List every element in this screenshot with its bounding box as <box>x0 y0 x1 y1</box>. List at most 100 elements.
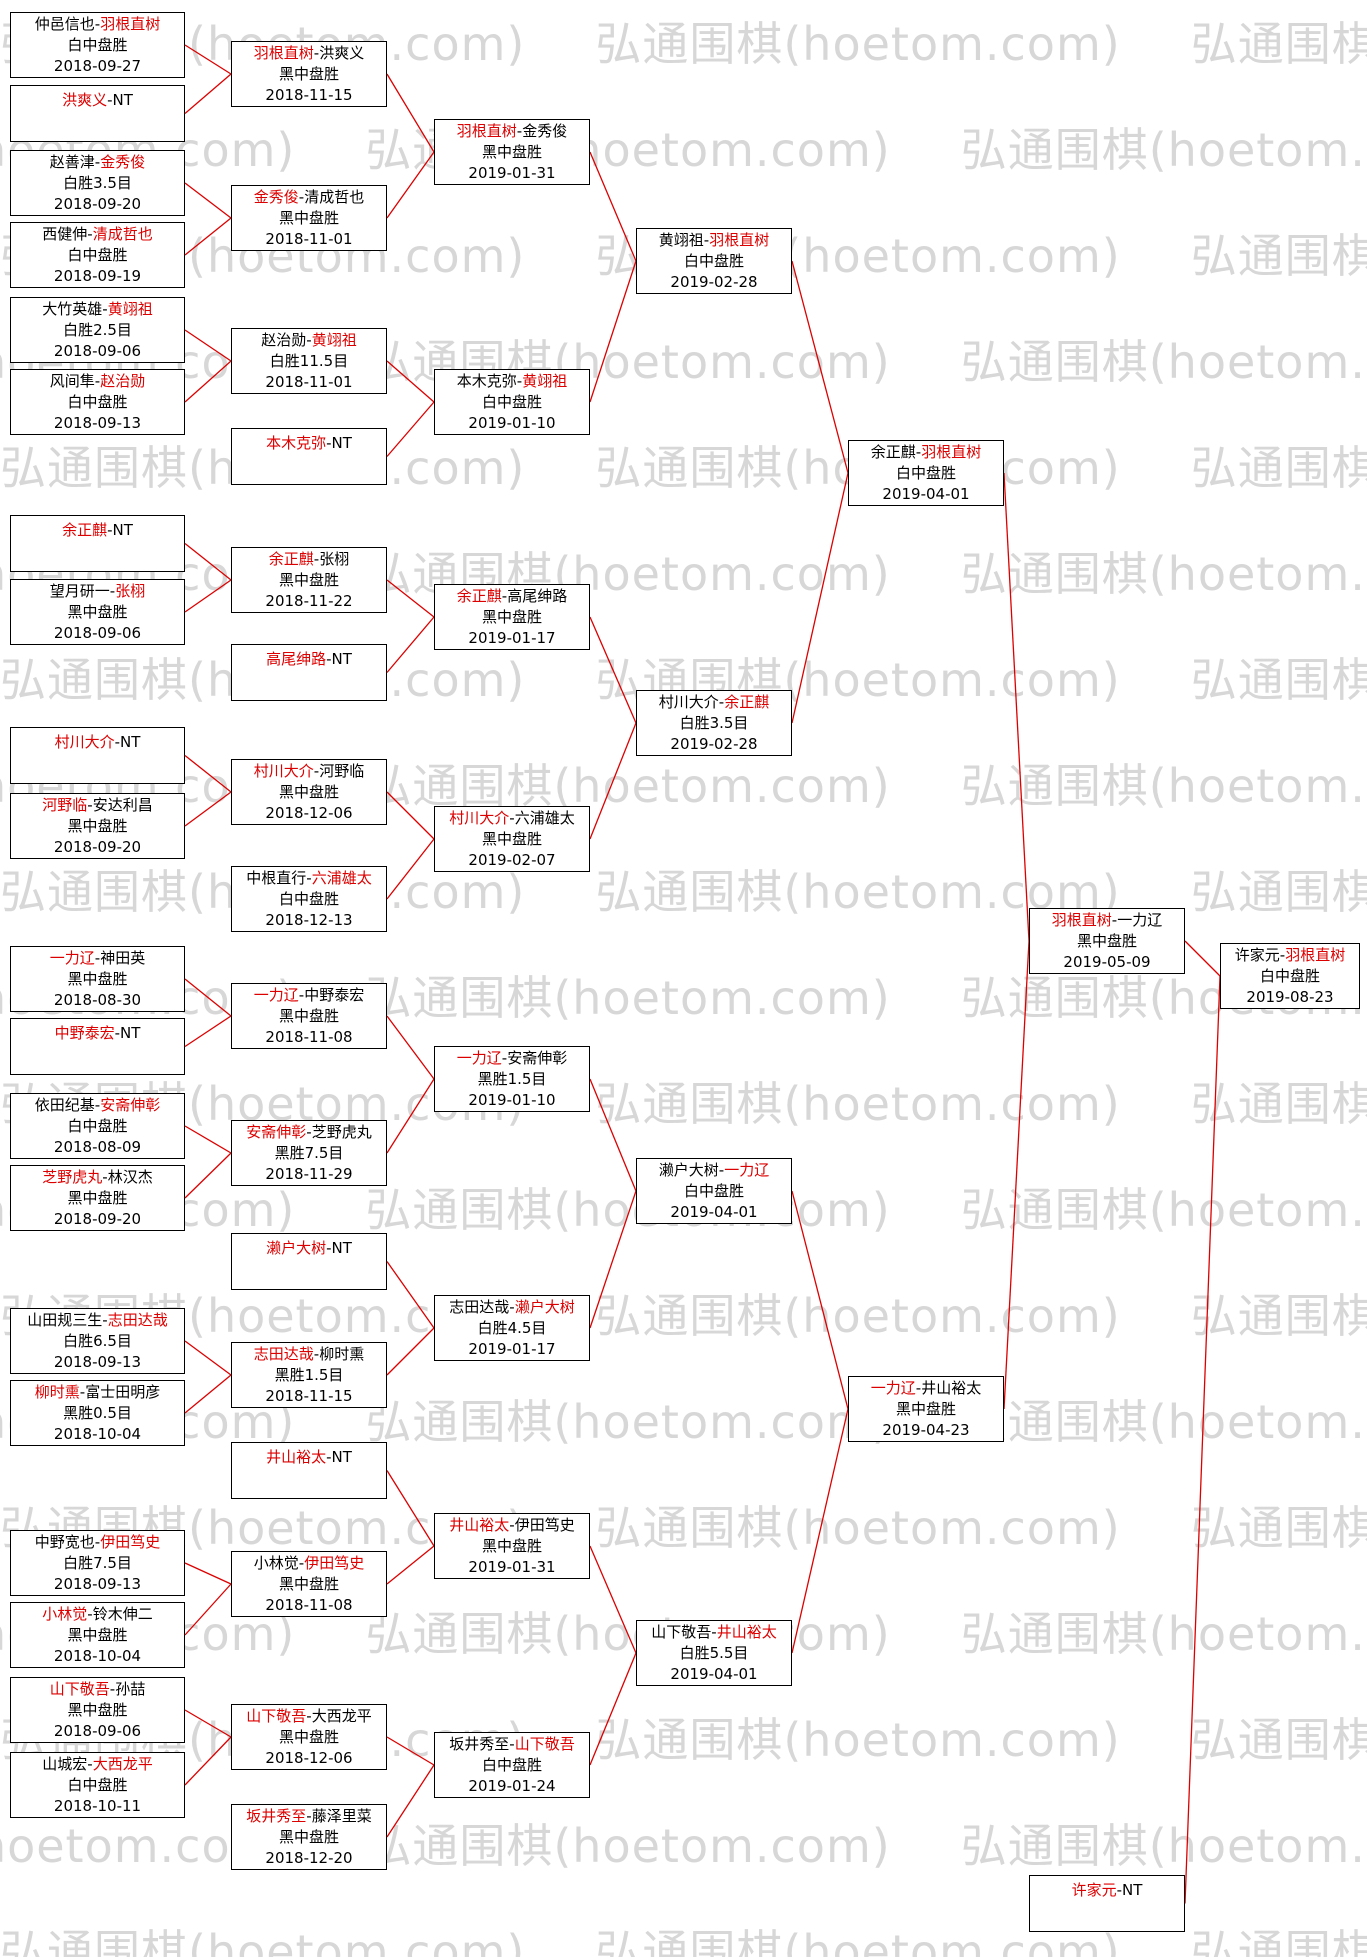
name-separator: - <box>306 1123 312 1141</box>
watermark-text: 弘通围棋(hoetom.com) <box>595 1501 1121 1555</box>
bye-box: 中野泰宏-NT <box>10 1018 185 1075</box>
match-result: 黑中盘胜 <box>67 1189 128 1207</box>
watermark-text: 弘通围棋(hoetom.com) <box>1190 17 1367 71</box>
bracket-line <box>386 1327 435 1376</box>
player2-name: NT <box>120 1024 141 1042</box>
player1-name: 芝野虎丸 <box>42 1168 103 1186</box>
match-result: 白胜4.5目 <box>477 1319 547 1337</box>
match-date: 2018-11-29 <box>265 1165 353 1183</box>
match-players: 河野临-安达利昌 <box>11 795 184 816</box>
player1-name: 许家元 <box>1234 946 1280 964</box>
player1-name: 羽根直树 <box>1051 911 1112 929</box>
match-players: 金秀俊-清成哲也 <box>232 187 386 208</box>
match-date: 2019-04-01 <box>670 1203 758 1221</box>
match-players: 山下敬吾-井山裕太 <box>637 1622 791 1643</box>
match-players: 小林觉-伊田笃史 <box>232 1553 386 1574</box>
name-separator: - <box>94 15 101 33</box>
watermark-text: 弘通围棋(hoetom.com) <box>960 123 1367 177</box>
name-separator: - <box>306 869 312 887</box>
player1-name: 西健伸 <box>42 225 88 243</box>
match-players: 羽根直树-洪爽义 <box>232 43 386 64</box>
player1-name: 望月研一 <box>49 582 110 600</box>
watermark-text: 弘通围棋(hoetom.com) <box>960 547 1367 601</box>
watermark-text: 弘通围棋(hoetom.com) <box>365 1819 891 1873</box>
match-players: 山田规三生-志田达哉 <box>11 1310 184 1331</box>
name-separator: - <box>509 1298 515 1316</box>
match-date: 2018-09-20 <box>53 838 142 856</box>
bracket-line <box>791 1190 849 1410</box>
match-date: 2018-09-06 <box>53 342 142 360</box>
match-result: 白中盘胜 <box>683 1182 744 1200</box>
match-players: 风间隼-赵治勋 <box>11 371 184 392</box>
match-result: 黑中盘胜 <box>278 783 339 801</box>
match-result: 白胜3.5目 <box>63 174 132 192</box>
player2-name: 六浦雄太 <box>514 809 575 827</box>
name-separator: - <box>915 443 922 461</box>
player1-name: 志田达哉 <box>449 1298 510 1316</box>
match-players: 山下敬吾-孙喆 <box>11 1679 184 1700</box>
player2-name: 一力辽 <box>724 1161 770 1179</box>
player2-name: 安斋伸彰 <box>100 1096 161 1114</box>
match-date: 2018-12-06 <box>265 804 353 822</box>
match-players: 井山裕太-NT <box>232 1447 386 1468</box>
bye-box: 村川大介-NT <box>10 727 185 784</box>
name-separator: - <box>107 521 113 539</box>
match-players: 志田达哉-柳时熏 <box>232 1344 386 1365</box>
bracket-line <box>791 472 849 724</box>
watermark-text: 弘通围棋(hoetom.com) <box>365 971 891 1025</box>
bracket-line <box>1003 472 1030 942</box>
player2-name: NT <box>120 733 141 751</box>
watermark-text: 弘通围棋(hoetom.com) <box>595 1289 1121 1343</box>
name-separator: - <box>114 1024 121 1042</box>
match-date: 2018-11-08 <box>265 1596 353 1614</box>
match-result: 黑中盘胜 <box>1076 932 1137 950</box>
player2-name: 山下敬吾 <box>514 1735 575 1753</box>
player2-name: 金秀俊 <box>522 122 568 140</box>
bracket-line <box>184 44 232 75</box>
match-players: 中野宽也-伊田笃史 <box>11 1532 184 1553</box>
player2-name: 柳时熏 <box>319 1345 365 1363</box>
bracket-line <box>184 329 232 362</box>
player2-name: 大西龙平 <box>311 1707 372 1725</box>
match-players: 羽根直树-一力辽 <box>1030 910 1184 931</box>
bracket-line <box>589 260 637 403</box>
watermark-row: 弘通围棋(hoetom.com)弘通围棋(hoetom.com)弘通围棋(hoe… <box>0 1916 1367 1957</box>
match-players: 坂井秀至-藤泽里菜 <box>232 1806 386 1827</box>
match-result: 白中盘胜 <box>67 1117 128 1135</box>
bracket-line <box>1184 940 1221 977</box>
player2-name: NT <box>331 1239 352 1257</box>
match-players: 濑户大树-一力辽 <box>637 1160 791 1181</box>
match-result: 白胜11.5目 <box>269 352 349 370</box>
bracket-line <box>184 579 232 613</box>
bracket-line <box>184 360 232 403</box>
player2-name: 黄翊祖 <box>107 300 153 318</box>
watermark-row: 弘通围棋(hoetom.com)弘通围棋(hoetom.com)弘通围棋(hoe… <box>0 1810 1367 1876</box>
match-players: 山城宏-大西龙平 <box>11 1754 184 1775</box>
match-date: 2018-11-08 <box>265 1028 353 1046</box>
match-result: 黑中盘胜 <box>481 143 542 161</box>
match-players: 一力辽-神田英 <box>11 948 184 969</box>
player2-name: 孙喆 <box>115 1680 146 1698</box>
match-result: 黑中盘胜 <box>481 608 542 626</box>
bracket-line <box>184 1709 232 1738</box>
name-separator: - <box>87 1605 93 1623</box>
match-date: 2019-01-10 <box>468 414 556 432</box>
name-separator: - <box>298 1554 305 1572</box>
bracket-line <box>184 1340 232 1376</box>
player1-name: 村川大介 <box>54 733 115 751</box>
name-separator: - <box>102 1168 108 1186</box>
player1-name: 中野宽也 <box>34 1533 95 1551</box>
